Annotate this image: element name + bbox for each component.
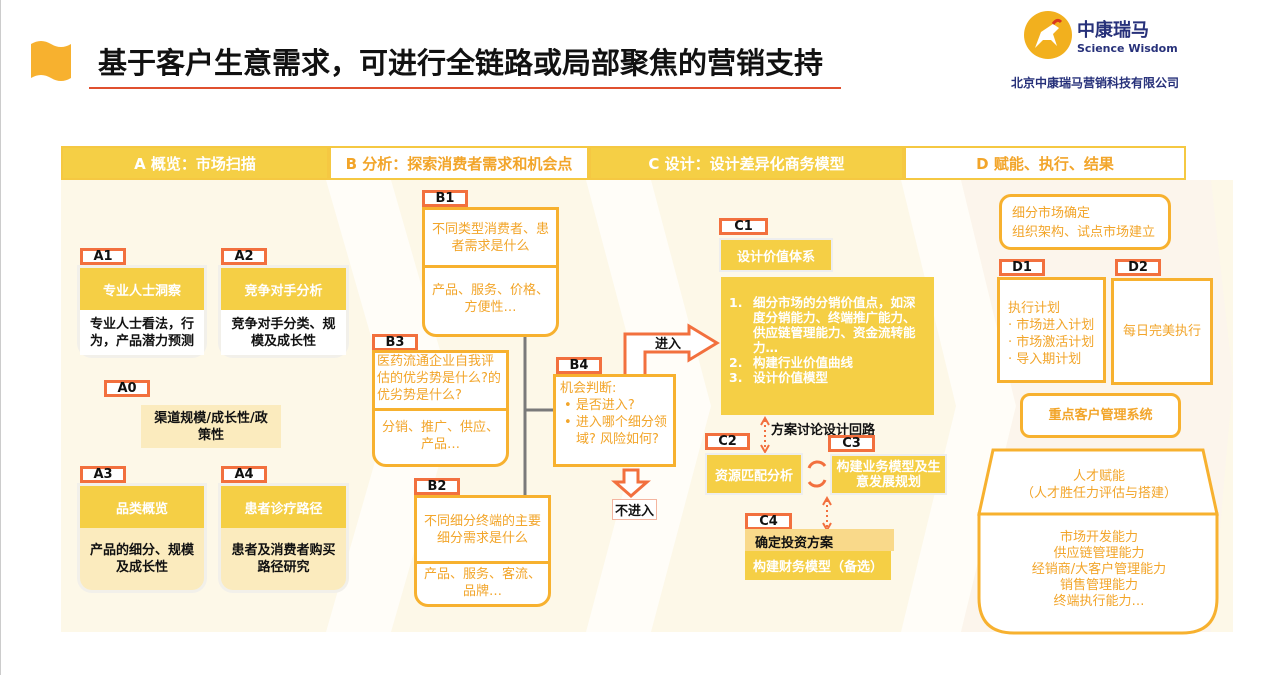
- d1-item: · 市场进入计划: [1008, 318, 1095, 333]
- c3-label: C3: [828, 435, 875, 452]
- b4-bullet: • 进入哪个细分领域? 风险如何?: [564, 415, 667, 447]
- c1-item: 细分市场的分销价值点，如深度分销能力、终端推广能力、供应链管理能力、资金流转能力…: [753, 295, 916, 355]
- a2-title: 竞争对手分析: [221, 268, 346, 310]
- d1-label: D1: [999, 259, 1045, 276]
- talent-subtitle: （人才胜任力评估与搭建）: [1020, 486, 1177, 501]
- d2-card: 每日完美执行: [1111, 278, 1213, 385]
- phase-a-header: A 概览：市场扫描: [61, 146, 329, 180]
- phase-b-header: B 分析：探索消费者需求和机会点: [329, 146, 589, 180]
- b3-card: 医药流通企业自我评估的优劣势是什么?的优劣势是什么? 分销、推广、供应、产品…: [372, 350, 509, 467]
- c4-body: 构建财务模型（备选）: [745, 551, 891, 580]
- b3-question: 医药流通企业自我评估的优劣势是什么?的优劣势是什么?: [375, 353, 506, 411]
- a1-title: 专业人士洞察: [80, 268, 204, 310]
- a1-label: A1: [80, 248, 126, 265]
- a4-label: A4: [221, 466, 267, 483]
- skill-item: 终端执行能力…: [1053, 594, 1145, 609]
- a3-body: 产品的细分、规模及成长性: [89, 543, 194, 575]
- b4-heading: 机会判断:: [560, 381, 617, 396]
- d-top-line: 组织架构、试点市场建立: [1012, 225, 1156, 240]
- b3-label: B3: [372, 334, 418, 351]
- c1-item: 设计价值模型: [753, 370, 829, 385]
- skill-item: 市场开发能力: [1059, 530, 1138, 545]
- skills-list: 市场开发能力 供应链管理能力 经销商/大客户管理能力 销售管理能力 终端执行能力…: [981, 530, 1217, 610]
- b4-bullet-text: 进入哪个细分领域? 风险如何?: [575, 415, 667, 447]
- b1-card: 不同类型消费者、患者需求是什么 产品、服务、价格、方便性…: [422, 207, 559, 337]
- logo-name-en: Science Wisdom: [1077, 42, 1178, 55]
- enter-label: 进入: [655, 337, 682, 352]
- horse-logo-icon: [1024, 11, 1072, 59]
- b2-answer: 产品、服务、客流、品牌…: [423, 567, 541, 599]
- d1-item: · 市场激活计划: [1008, 335, 1095, 350]
- b1-label: B1: [422, 190, 468, 207]
- a0-label: A0: [104, 380, 150, 397]
- d-top-box: 细分市场确定 组织架构、试点市场建立: [999, 194, 1171, 250]
- skill-item: 销售管理能力: [1059, 578, 1138, 593]
- a2-body: 竞争对手分类、规模及成长性: [221, 310, 346, 355]
- a4-body: 患者及消费者购买路径研究: [231, 543, 336, 575]
- skill-item: 供应链管理能力: [1053, 546, 1145, 561]
- c3-title: 构建业务模型及生意发展规划: [830, 454, 947, 495]
- d1-heading: 执行计划: [1008, 301, 1061, 316]
- phase-c-header: C 设计：设计差异化商务模型: [589, 146, 904, 180]
- enter-arrow-icon: [623, 323, 720, 374]
- a2-card: 竞争对手分析 竞争对手分类、规模及成长性: [221, 268, 346, 355]
- b4-bullet: • 是否进入?: [564, 398, 635, 413]
- a3-label: A3: [80, 466, 126, 483]
- c4-label: C4: [745, 513, 792, 530]
- b2-card: 不同细分终端的主要细分需求是什么 产品、服务、客流、品牌…: [414, 495, 551, 607]
- b1-answer: 产品、服务、价格、方便性…: [431, 283, 549, 315]
- page-title: 基于客户生意需求，可进行全链路或局部聚焦的营销支持: [98, 46, 824, 80]
- folded-ribbon-icon: [31, 41, 71, 81]
- no-enter-arrow-icon: [611, 468, 651, 498]
- c2-title: 资源匹配分析: [705, 453, 803, 495]
- a1-body: 专业人士看法，行为，产品潜力预测: [80, 310, 204, 355]
- b4-bullet-text: 是否进入?: [575, 398, 635, 413]
- d1-card: 执行计划 · 市场进入计划 · 市场激活计划 · 导入期计划: [997, 277, 1106, 383]
- a3-title: 品类概览: [80, 486, 204, 528]
- company-name: 北京中康瑞马营销科技有限公司: [1011, 76, 1180, 90]
- phase-d-header: D 赋能、执行、结果: [904, 146, 1186, 180]
- b4-label: B4: [556, 357, 602, 374]
- b4-card: 机会判断: • 是否进入? • 进入哪个细分领域? 风险如何?: [553, 374, 676, 467]
- c2-label: C2: [705, 433, 750, 450]
- skill-item: 经销商/大客户管理能力: [1031, 562, 1167, 577]
- c1-title: 设计价值体系: [719, 238, 833, 272]
- c1-label: C1: [719, 218, 768, 235]
- a0-body: 渠道规模/成长性/政策性: [141, 405, 281, 448]
- company-logo: 中康瑞马 Science Wisdom 北京中康瑞马营销科技有限公司: [1011, 10, 1183, 95]
- a4-card: 患者诊疗路径 患者及消费者购买路径研究: [221, 486, 346, 590]
- d-top-line: 细分市场确定: [1012, 206, 1091, 221]
- b2-question: 不同细分终端的主要细分需求是什么: [417, 498, 548, 564]
- b1-question: 不同类型消费者、患者需求是什么: [425, 210, 556, 268]
- title-underline: [89, 87, 841, 89]
- a2-label: A2: [221, 248, 267, 265]
- d2-label: D2: [1115, 259, 1161, 276]
- b3-answer: 分销、推广、供应、产品…: [381, 420, 499, 452]
- d1-item: · 导入期计划: [1008, 352, 1082, 367]
- a1-card: 专业人士洞察 专业人士看法，行为，产品潜力预测: [80, 268, 204, 355]
- a3-card: 品类概览 产品的细分、规模及成长性: [80, 486, 204, 590]
- b2-label: B2: [414, 478, 460, 495]
- c4-heading: 确定投资方案: [745, 529, 894, 551]
- design-loop-label: 方案讨论设计回路: [771, 423, 876, 438]
- talent-title: 人才赋能: [1072, 469, 1125, 484]
- talent-heading: 人才赋能 （人才胜任力评估与搭建）: [981, 468, 1217, 502]
- c1-body: 1.细分市场的分销价值点，如深度分销能力、终端推广能力、供应链管理能力、资金流转…: [721, 277, 934, 415]
- c1-item: 构建行业价值曲线: [753, 355, 854, 370]
- no-enter-label: 不进入: [612, 499, 658, 520]
- logo-name-cn: 中康瑞马: [1077, 20, 1149, 41]
- key-account-system: 重点客户管理系统: [1020, 393, 1181, 438]
- a4-title: 患者诊疗路径: [221, 486, 346, 528]
- cycle-icon: [807, 460, 827, 488]
- talent-shape: [977, 448, 1219, 635]
